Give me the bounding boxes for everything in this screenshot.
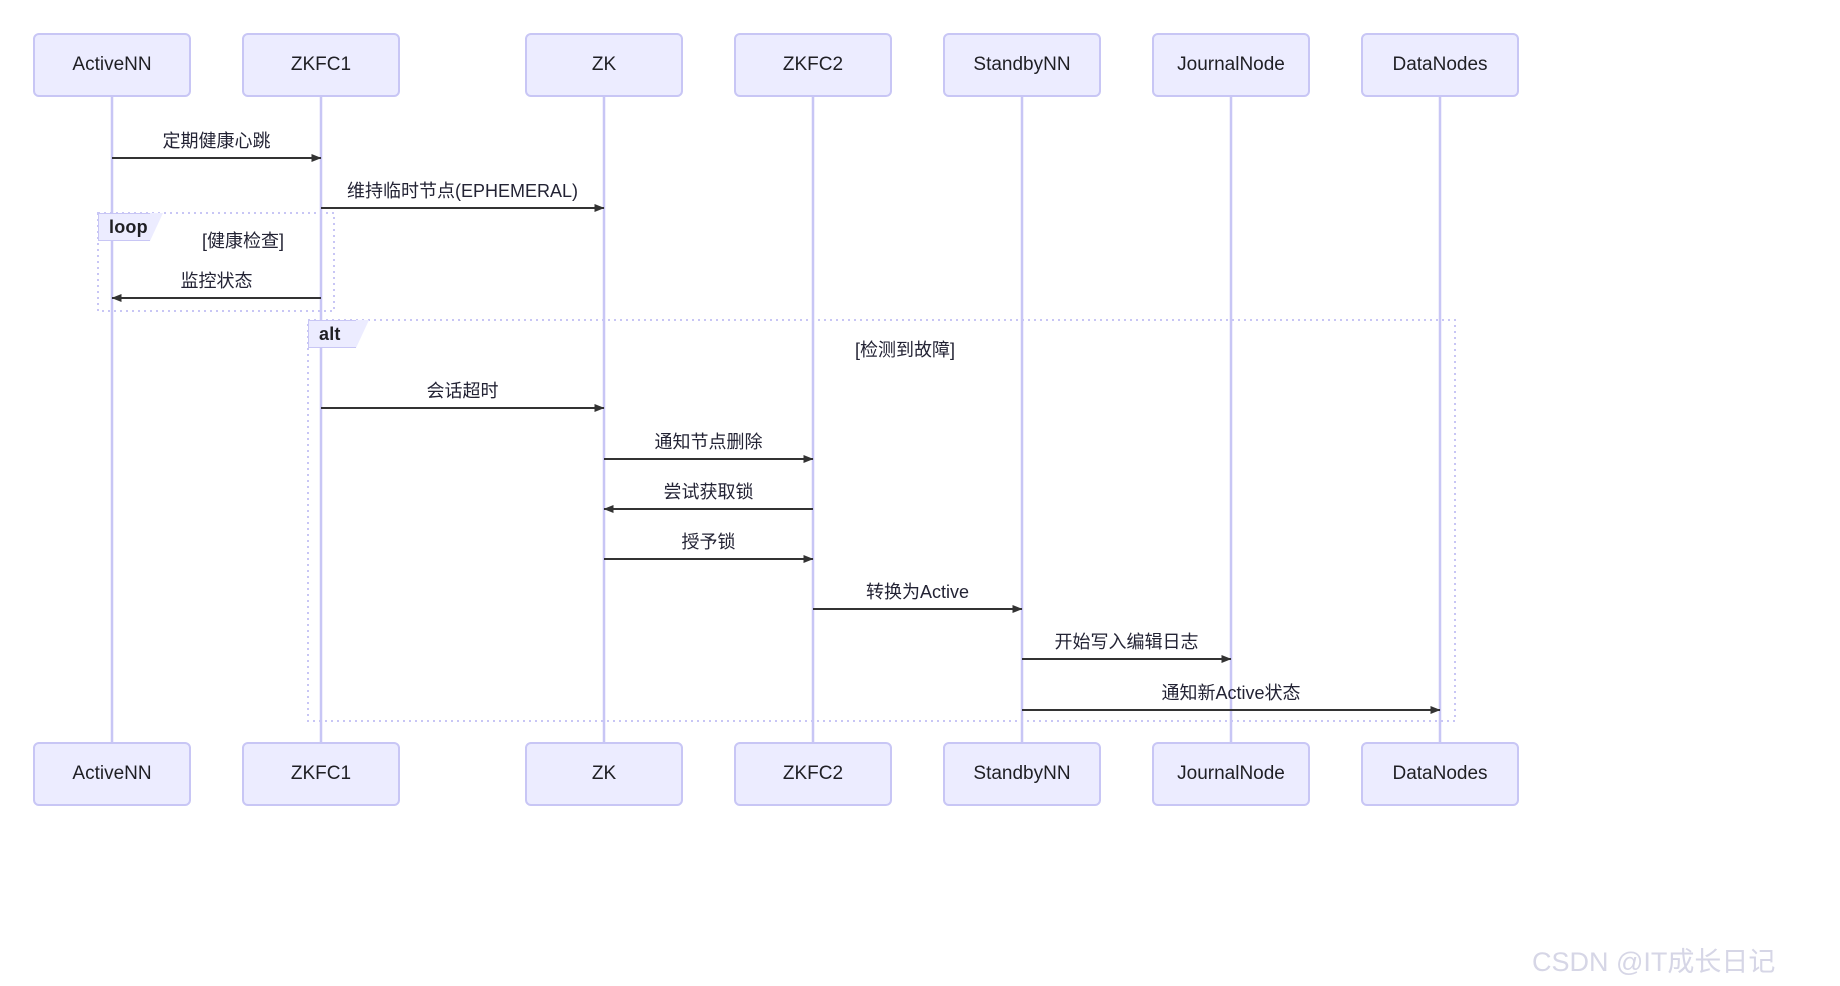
fragment-loop-tag: loop [98, 213, 163, 241]
message-label-6: 授予锁 [681, 532, 736, 552]
participant-zkfc2-top[interactable]: ZKFC2 [734, 33, 892, 97]
participant-label: StandbyNN [973, 54, 1071, 75]
message-label-5: 尝试获取锁 [663, 482, 754, 502]
participant-label: ZKFC1 [290, 763, 352, 784]
participant-datanodes-bottom[interactable]: DataNodes [1361, 742, 1519, 806]
participant-zk-top[interactable]: ZK [525, 33, 683, 97]
participant-label: ZKFC2 [782, 763, 844, 784]
participant-label: ZK [591, 763, 617, 784]
participant-zkfc1-bottom[interactable]: ZKFC1 [242, 742, 400, 806]
fragment-alt-tag: alt [308, 320, 369, 348]
message-arrows-group [111, 154, 1441, 714]
participant-label: DataNodes [1392, 54, 1488, 75]
participant-label: StandbyNN [973, 763, 1071, 784]
participant-label: JournalNode [1177, 763, 1285, 784]
message-label-8: 开始写入编辑日志 [1054, 632, 1199, 652]
participant-label: JournalNode [1177, 54, 1285, 75]
participant-journalnode-top[interactable]: JournalNode [1152, 33, 1310, 97]
message-label-4: 通知节点删除 [654, 432, 763, 452]
message-label-9: 通知新Active状态 [1161, 683, 1301, 703]
fragment-alt-condition: [检测到故障] [854, 340, 956, 360]
message-label-0: 定期健康心跳 [162, 131, 271, 151]
participant-activenn-top[interactable]: ActiveNN [33, 33, 191, 97]
participant-label: ActiveNN [72, 763, 152, 784]
participant-label: ZK [591, 54, 617, 75]
message-label-1: 维持临时节点(EPHEMERAL) [346, 181, 579, 201]
participant-activenn-bottom[interactable]: ActiveNN [33, 742, 191, 806]
fragment-loop-condition: [健康检查] [201, 231, 285, 251]
participant-label: ActiveNN [72, 54, 152, 75]
participant-standbynn-top[interactable]: StandbyNN [943, 33, 1101, 97]
message-label-2: 监控状态 [180, 271, 253, 291]
participant-zk-bottom[interactable]: ZK [525, 742, 683, 806]
participant-journalnode-bottom[interactable]: JournalNode [1152, 742, 1310, 806]
lifelines-group [110, 97, 1442, 742]
watermark: CSDN @IT成长日记 [1532, 947, 1776, 977]
message-label-3: 会话超时 [426, 381, 499, 401]
participant-zkfc2-bottom[interactable]: ZKFC2 [734, 742, 892, 806]
fragment-boxes-group [97, 212, 1456, 722]
participant-label: ZKFC2 [782, 54, 844, 75]
participant-zkfc1-top[interactable]: ZKFC1 [242, 33, 400, 97]
message-label-7: 转换为Active [865, 582, 970, 602]
participant-datanodes-top[interactable]: DataNodes [1361, 33, 1519, 97]
participant-label: ZKFC1 [290, 54, 352, 75]
participant-standbynn-bottom[interactable]: StandbyNN [943, 742, 1101, 806]
participant-label: DataNodes [1392, 763, 1488, 784]
fragment-loop-box [97, 212, 335, 312]
